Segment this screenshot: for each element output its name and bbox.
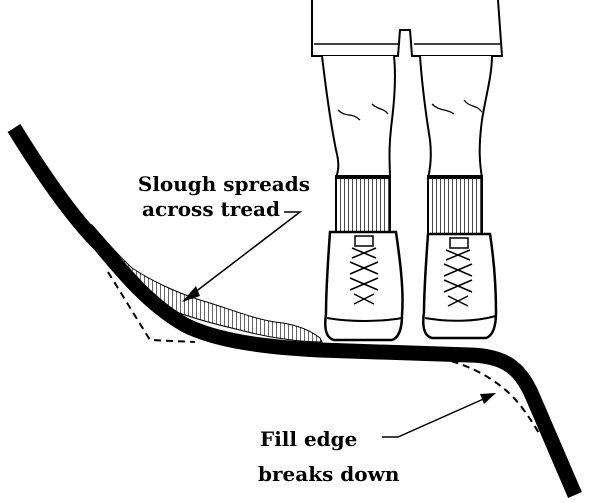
left-sock bbox=[336, 176, 390, 234]
fill-edge-label-line2: breaks down bbox=[258, 462, 399, 487]
left-leg bbox=[322, 56, 395, 178]
slough-label-line1: Slough spreads bbox=[120, 172, 310, 197]
fill-edge-label: Fill edge breaks down bbox=[258, 427, 399, 487]
fill-edge-label-line1: Fill edge bbox=[260, 427, 399, 452]
slough-label: Slough spreads across tread bbox=[120, 172, 310, 222]
right-sock bbox=[428, 176, 482, 236]
shorts bbox=[312, 0, 502, 56]
slough-label-line2: across tread bbox=[120, 197, 280, 222]
fill-arrowhead bbox=[480, 393, 496, 404]
slough-leader-line bbox=[190, 212, 300, 296]
right-leg bbox=[420, 56, 492, 178]
left-boot bbox=[325, 232, 402, 340]
